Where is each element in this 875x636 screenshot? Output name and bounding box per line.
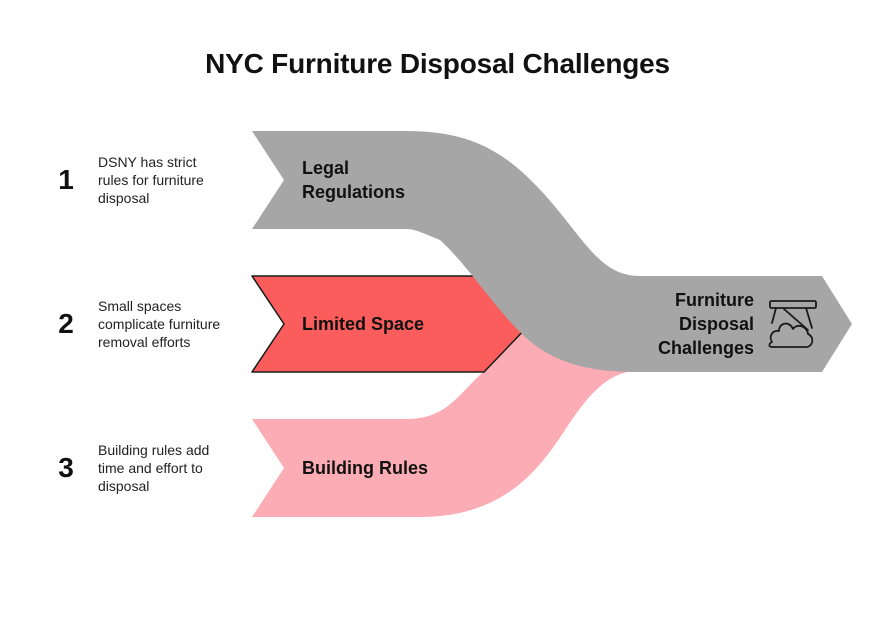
description-line: disposal (98, 190, 150, 206)
description-line: disposal (98, 478, 150, 494)
step-description-2: Small spaces complicate furniture remova… (98, 297, 248, 351)
output-label: Furniture Disposal Challenges (612, 288, 754, 360)
limited-space-label: Limited Space (302, 312, 424, 336)
step-number-2: 2 (58, 308, 74, 339)
step-number-1: 1 (58, 164, 74, 195)
description-line: rules for furniture (98, 172, 204, 188)
label-line: Disposal (678, 314, 754, 334)
description-line: Small spaces (98, 298, 182, 314)
description-line: time and effort to (98, 460, 203, 476)
label-line: Regulations (302, 182, 406, 202)
label-line: Furniture (675, 290, 754, 310)
label-line: Legal (302, 158, 350, 178)
furniture-disposal-icon (768, 300, 817, 348)
description-line: Building rules add (98, 442, 210, 458)
description-line: DSNY has strict (98, 154, 197, 170)
step-number-3: 3 (58, 452, 74, 483)
legal-regulations-label: Legal Regulations (302, 156, 405, 204)
building-rules-label: Building Rules (302, 456, 428, 480)
description-line: removal efforts (98, 334, 191, 350)
building-rules-ribbon (252, 320, 640, 517)
page-title: NYC Furniture Disposal Challenges (205, 48, 670, 79)
description-line: complicate furniture (98, 316, 221, 332)
label-line: Building Rules (302, 458, 428, 478)
label-line: Challenges (657, 338, 754, 358)
step-description-3: Building rules add time and effort to di… (98, 441, 248, 495)
legal-regulations-ribbon (252, 131, 852, 372)
step-description-1: DSNY has strict rules for furniture disp… (98, 153, 248, 207)
label-line: Limited Space (302, 314, 425, 334)
